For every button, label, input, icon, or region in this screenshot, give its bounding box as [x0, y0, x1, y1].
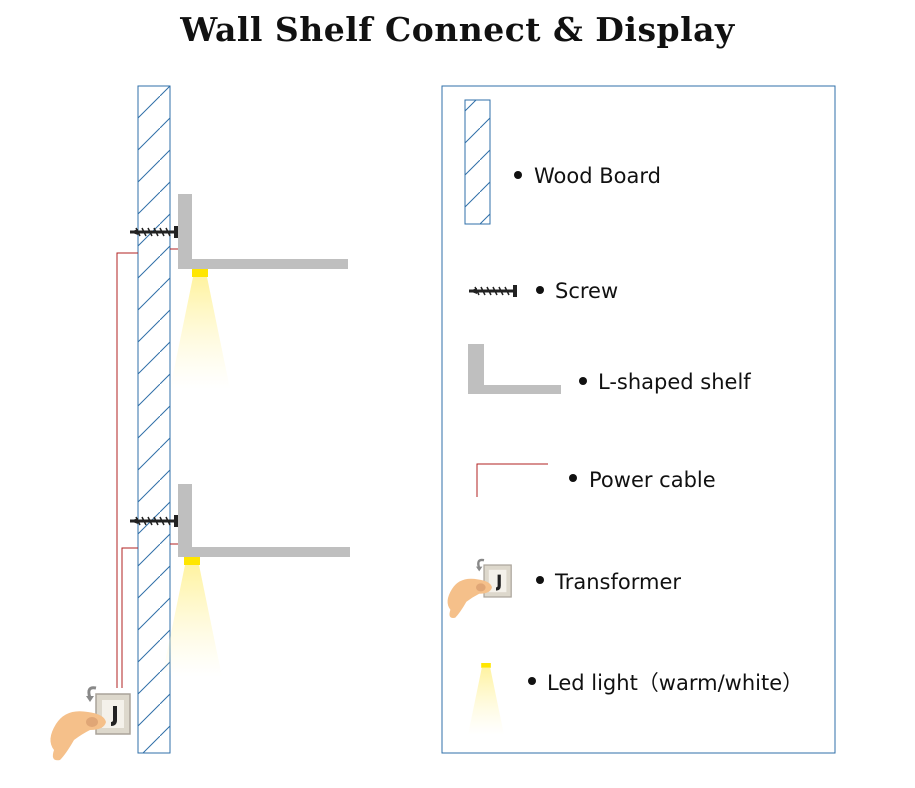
shelf-upper — [178, 194, 348, 269]
power-cable-icon — [476, 463, 548, 497]
led-light-upper — [170, 269, 230, 389]
shelf-icon — [468, 344, 561, 394]
legend-led-light: Led light（warm/white） — [547, 671, 803, 695]
led-light-lower — [162, 557, 222, 677]
page-title: Wall Shelf Connect & Display — [180, 10, 735, 49]
legend-box — [441, 85, 836, 754]
bullet-icon — [528, 677, 536, 685]
power-cables — [116, 248, 180, 688]
bullet-icon — [514, 171, 522, 179]
shelf-lower — [178, 484, 350, 557]
bullet-icon — [536, 576, 544, 584]
legend-transformer: Transformer — [554, 570, 681, 594]
bullet-icon — [579, 377, 587, 385]
bullet-icon — [536, 286, 544, 294]
bullet-icon — [569, 474, 577, 482]
legend-screw: Screw — [555, 279, 618, 303]
wall-board — [137, 85, 171, 754]
legend-power-cable: Power cable — [589, 468, 716, 492]
legend-wood-board: Wood Board — [534, 164, 661, 188]
transformer-main — [48, 685, 132, 763]
legend-shelf: L-shaped shelf — [598, 370, 751, 394]
wood-board-icon — [464, 99, 491, 225]
